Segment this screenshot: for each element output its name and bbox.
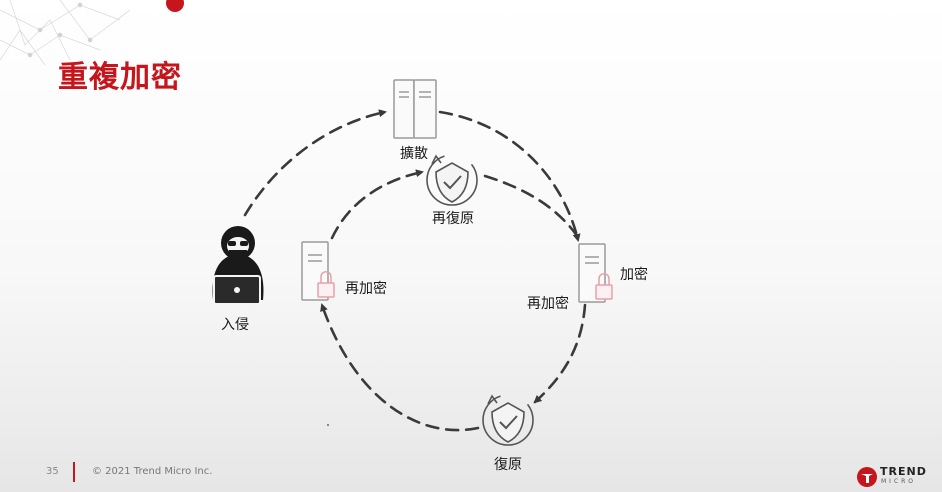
server-locked-icon-right — [578, 243, 613, 303]
arrow-restore-to-reencrypt — [320, 303, 480, 432]
copyright-text: © 2021 Trend Micro Inc. — [92, 466, 213, 477]
brand-sub: MICRO — [881, 478, 917, 485]
shield-restore-icon-top — [426, 154, 478, 206]
label-re-encrypt-left: 再加密 — [345, 281, 387, 297]
slide-title: 重複加密 — [58, 60, 182, 95]
label-spread: 擴散 — [400, 146, 428, 162]
brand-name: TREND — [880, 465, 927, 478]
label-encrypt: 加密 — [620, 267, 648, 283]
arrow-rerestore-to-encrypt — [483, 174, 582, 242]
arrow-encrypt-to-restore — [533, 303, 587, 404]
hacker-icon — [212, 226, 264, 305]
top-brand-mark-icon — [166, 0, 184, 12]
server-cluster-icon — [393, 79, 437, 139]
label-re-restore: 再復原 — [432, 211, 474, 227]
arrow-spread-to-encrypt — [438, 110, 581, 242]
stray-dot — [327, 424, 329, 426]
server-locked-icon-left — [301, 241, 335, 301]
footer-divider — [73, 462, 75, 482]
trend-micro-logo-icon — [857, 467, 877, 487]
arrow-reencrypt-to-rerestore — [330, 169, 424, 240]
label-intrude: 入侵 — [221, 317, 249, 333]
label-re-encrypt-right: 再加密 — [527, 296, 569, 312]
shield-restore-icon-bottom — [482, 394, 534, 446]
page-number: 35 — [46, 466, 59, 477]
label-restore: 復原 — [494, 457, 522, 473]
arrow-intrude-to-spread — [243, 109, 387, 217]
